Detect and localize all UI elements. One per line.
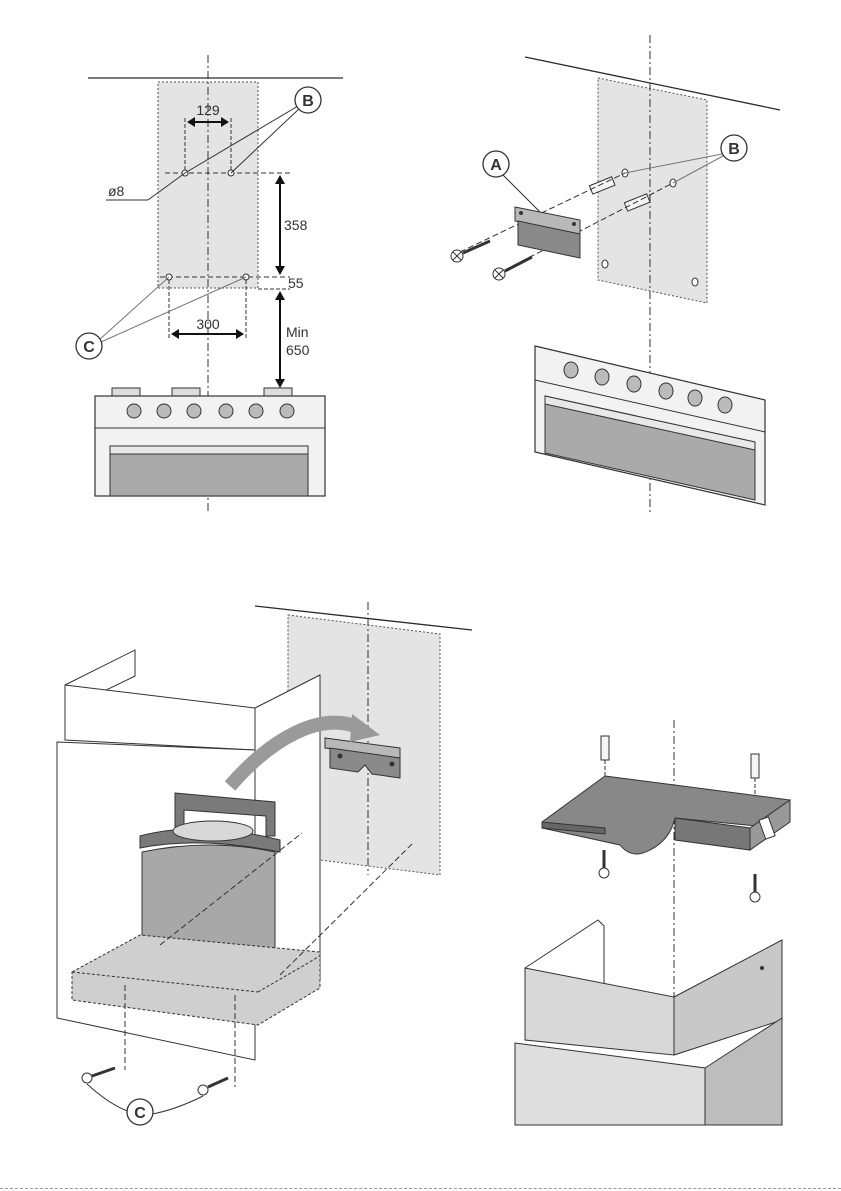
screw-icon (82, 1068, 115, 1083)
screw-icon (451, 241, 490, 262)
dim-min: Min (286, 324, 309, 340)
callout-b-label: B (302, 93, 314, 110)
panel-3-hood-mounting: C (0, 590, 490, 1135)
dim-129: 129 (196, 102, 220, 118)
cooker-front (95, 388, 325, 496)
wall-zone (598, 78, 707, 303)
callout-a-label: A (490, 157, 502, 174)
dim-650: 650 (286, 342, 310, 358)
screw-icon (599, 850, 609, 878)
page-bottom-rule (0, 1188, 841, 1189)
cooker-front (535, 346, 765, 505)
bracket-a (515, 207, 580, 258)
screw-icon (493, 257, 532, 280)
screw-icon (198, 1078, 228, 1095)
panel-4-chimney-bracket (500, 700, 841, 1130)
dim-300: 300 (196, 316, 220, 332)
panel-2-bracket-fixing: A B (420, 0, 841, 520)
dim-hole-diameter: ø8 (108, 183, 125, 199)
panel-1-dimension-drawing: 129 B ø8 358 55 300 Min 650 C (0, 0, 420, 520)
dim-358: 358 (284, 217, 308, 233)
chimney-bracket (542, 776, 790, 854)
callout-b-label: B (728, 141, 740, 158)
screw-icon (750, 874, 760, 902)
dim-55: 55 (288, 275, 304, 291)
callout-c-label: C (134, 1105, 146, 1122)
callout-c-label: C (83, 339, 95, 356)
chimney-cover (525, 920, 782, 1055)
wall-plug-icon (601, 736, 759, 778)
